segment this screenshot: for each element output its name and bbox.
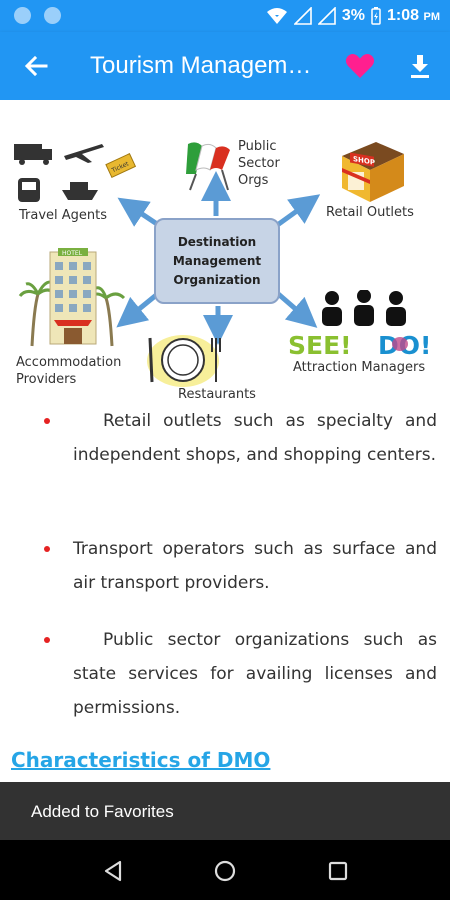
see-text: SEE!	[288, 331, 352, 358]
app-bar: Tourism Management	[0, 32, 450, 100]
hotel-icon: HOTEL	[18, 248, 128, 348]
dmo-center-box: Destination Management Organization	[154, 218, 280, 304]
public-sector-label: Public Sector Orgs	[238, 139, 280, 188]
flags-icon	[182, 140, 238, 192]
bullet-dot	[44, 637, 50, 643]
clock: 1:08 PM	[387, 7, 440, 24]
travel-agents-icons: Ticket	[12, 138, 142, 208]
accommodation-label: Accommodation Providers	[16, 355, 122, 387]
nav-home-icon	[214, 860, 236, 882]
retail-outlets-label: Retail Outlets	[326, 205, 414, 220]
download-button[interactable]	[404, 50, 436, 82]
bullet-dot	[44, 418, 50, 424]
bullet-dot	[44, 546, 50, 552]
status-bar: 3% 1:08 PM	[0, 0, 450, 32]
travel-agents-label: Travel Agents	[19, 208, 108, 223]
snackbar: Added to Favorites	[0, 782, 450, 840]
back-button[interactable]	[20, 50, 52, 82]
notification-icon	[44, 7, 61, 24]
battery-icon	[371, 7, 381, 25]
arrow-back-icon	[24, 55, 48, 77]
page-title: Tourism Management	[90, 52, 320, 79]
hotel-sign-text: HOTEL	[62, 250, 83, 257]
attraction-people-icon	[318, 289, 410, 328]
nav-home-button[interactable]	[212, 858, 238, 884]
navigation-bar	[0, 840, 450, 900]
battery-percent: 3%	[341, 7, 366, 24]
attraction-managers-label: Attraction Managers	[293, 360, 426, 375]
restaurants-label: Restaurants	[178, 387, 256, 402]
characteristics-heading-link[interactable]: Characteristics of DMO	[11, 748, 271, 772]
svg-text:SHOP: SHOP	[353, 154, 375, 167]
download-icon	[411, 55, 429, 78]
nav-back-button[interactable]	[100, 858, 126, 884]
signal-icon	[293, 7, 312, 25]
article-content: Ticket Travel Agents	[0, 100, 450, 782]
nav-recents-icon	[328, 861, 348, 881]
nav-back-icon	[104, 860, 122, 882]
dmo-diagram: Ticket Travel Agents	[0, 100, 450, 402]
notification-icon	[14, 7, 31, 24]
heart-icon	[345, 53, 375, 78]
plate-icon	[142, 332, 224, 390]
nav-recents-button[interactable]	[325, 858, 351, 884]
favorite-button[interactable]	[344, 50, 376, 82]
wifi-icon	[266, 7, 288, 25]
snackbar-message: Added to Favorites	[31, 802, 174, 821]
shop-icon: SHOP	[336, 136, 408, 204]
signal-icon	[317, 7, 336, 25]
see-do-logo: SEE! DO!	[288, 330, 442, 360]
